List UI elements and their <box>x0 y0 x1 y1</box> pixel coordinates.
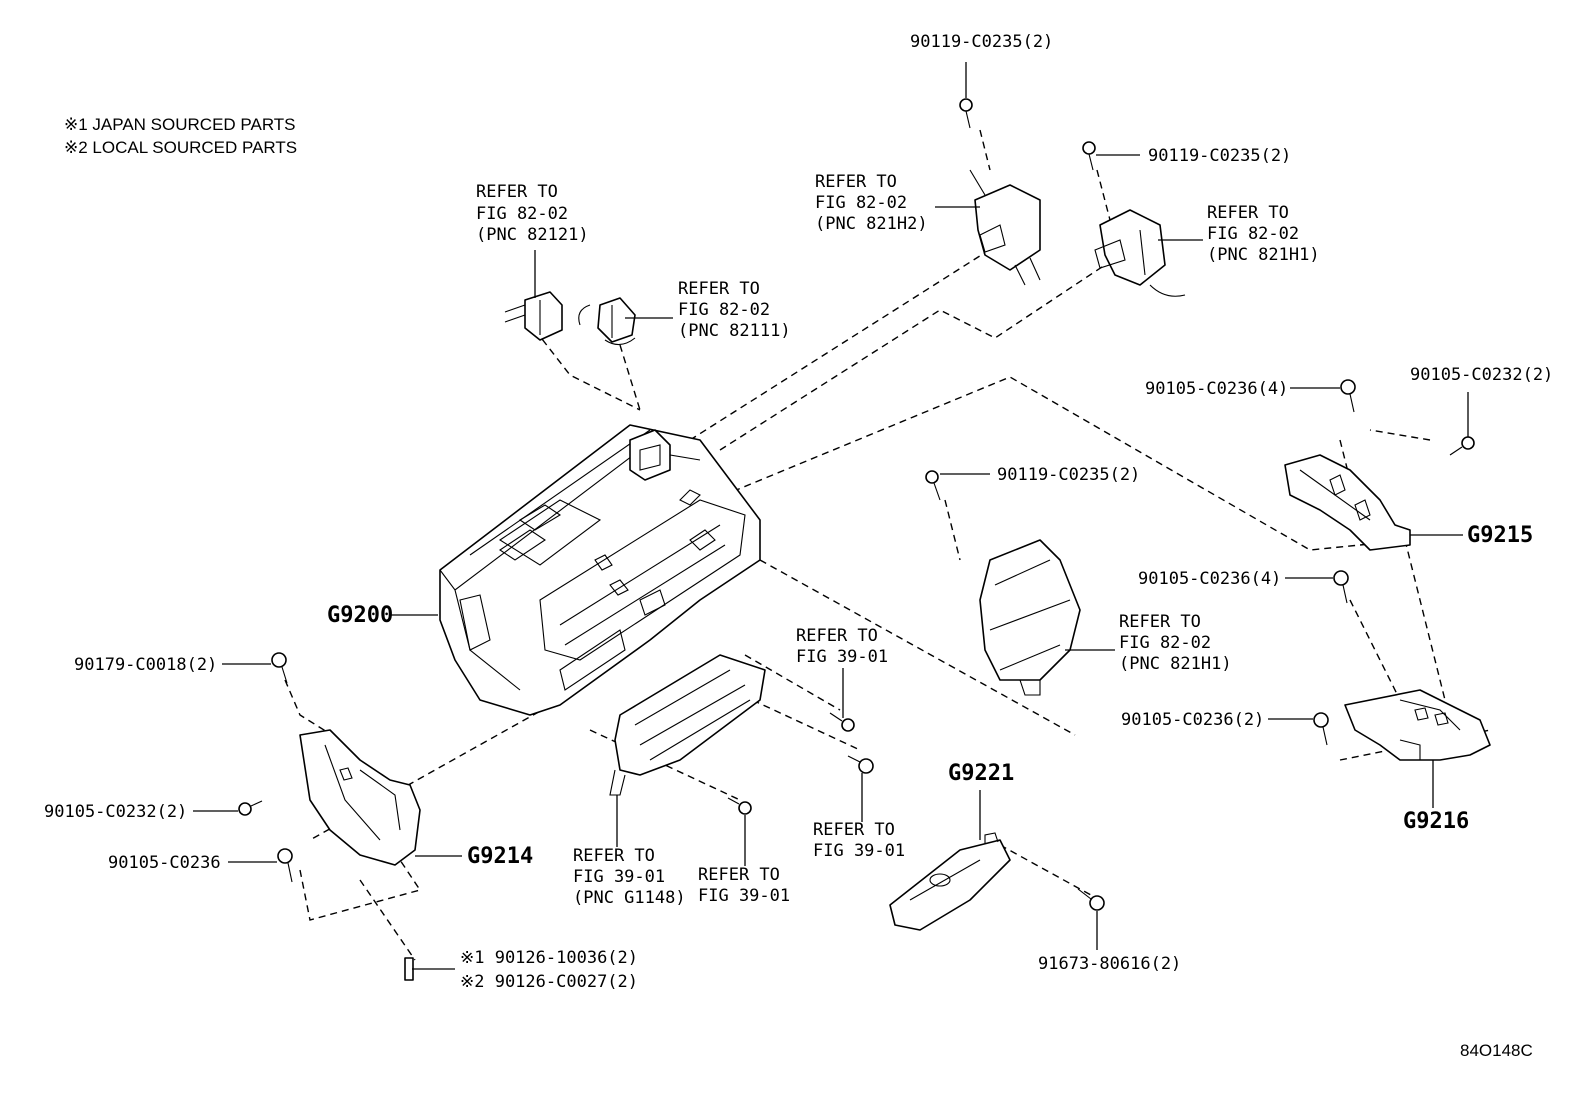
svg-text:FIG 82-02: FIG 82-02 <box>678 300 770 320</box>
callout-bolt-g9215-a: 90105-C0236(4) <box>1145 379 1288 399</box>
bolt-icon <box>1449 436 1475 456</box>
svg-text:REFER TO: REFER TO <box>796 626 878 646</box>
label-g9214: G9214 <box>467 844 533 869</box>
inverter-assembly-drawing <box>439 424 761 716</box>
callout-bolt-left-a: 90179-C0018(2) <box>74 655 217 675</box>
figure-code: 84O148C <box>1460 1041 1533 1060</box>
svg-text:REFER TO: REFER TO <box>698 865 780 885</box>
bolt-icon <box>847 755 874 774</box>
bolt-icon <box>727 797 752 815</box>
callout-stud-local: ※2 90126-C0027(2) <box>460 972 638 992</box>
bracket-g9216-drawing <box>1344 689 1491 761</box>
callout-bolt-left-c: 90105-C0236 <box>108 853 221 873</box>
refer-block-821h1-top: REFER TO FIG 82-02 (PNC 821H1) <box>1207 203 1320 265</box>
refer-block-82111: REFER TO FIG 82-02 (PNC 82111) <box>678 279 791 341</box>
bolt-icon <box>1333 570 1349 604</box>
svg-text:FIG 39-01: FIG 39-01 <box>813 841 905 861</box>
refer-block-39-a: REFER TO FIG 39-01 <box>796 626 888 667</box>
svg-text:REFER TO: REFER TO <box>573 846 655 866</box>
bolt-icon <box>277 848 293 883</box>
callout-bolt-mid: 90119-C0235(2) <box>997 465 1140 485</box>
refer-block-821h1-mid: REFER TO FIG 82-02 (PNC 821H1) <box>1119 612 1232 674</box>
callout-bolt-top-a: 90119-C0235(2) <box>910 32 1053 52</box>
svg-text:FIG 39-01: FIG 39-01 <box>796 647 888 667</box>
bolts <box>238 98 1475 981</box>
sensor-821h1-drawing <box>1094 209 1186 297</box>
bracket-g9215-drawing <box>1284 454 1411 551</box>
callout-bolt-top-b: 90119-C0235(2) <box>1148 146 1291 166</box>
label-g9216: G9216 <box>1403 809 1469 834</box>
refer-block-g1148: REFER TO FIG 39-01 (PNC G1148) <box>573 846 686 908</box>
callout-bolt-left-b: 90105-C0232(2) <box>44 802 187 822</box>
label-g9221: G9221 <box>948 761 1014 786</box>
callout-bolt-g9215-b: 90105-C0232(2) <box>1410 365 1553 385</box>
bracket-g9214-drawing <box>299 729 421 866</box>
svg-text:(PNC G1148): (PNC G1148) <box>573 888 686 908</box>
note-local-sourced: ※2 LOCAL SOURCED PARTS <box>64 138 297 157</box>
bolt-icon <box>1077 888 1105 911</box>
sensor-821h2-drawing <box>969 169 1041 286</box>
svg-text:FIG 82-02: FIG 82-02 <box>1207 224 1299 244</box>
cover-g9221-drawing <box>889 832 1011 931</box>
svg-text:REFER TO: REFER TO <box>1207 203 1289 223</box>
svg-text:REFER TO: REFER TO <box>815 172 897 192</box>
note-japan-sourced: ※1 JAPAN SOURCED PARTS <box>64 115 296 134</box>
label-g9200: G9200 <box>327 603 393 628</box>
refer-block-82121: REFER TO FIG 82-02 (PNC 82121) <box>476 182 589 245</box>
svg-text:REFER TO: REFER TO <box>813 820 895 840</box>
callout-bolt-g9216-a: 90105-C0236(4) <box>1138 569 1281 589</box>
svg-text:(PNC 82111): (PNC 82111) <box>678 321 791 341</box>
refer-block-39-c: REFER TO FIG 39-01 <box>698 865 790 906</box>
svg-text:(PNC 821H1): (PNC 821H1) <box>1207 245 1320 265</box>
refer-block-821h2: REFER TO FIG 82-02 (PNC 821H2) <box>815 172 928 234</box>
callout-bolt-g9216-b: 90105-C0236(2) <box>1121 710 1264 730</box>
svg-text:REFER TO: REFER TO <box>1119 612 1201 632</box>
control-module-drawing <box>979 539 1081 696</box>
svg-text:(PNC 82121): (PNC 82121) <box>476 225 589 245</box>
bolt-icon <box>959 98 973 129</box>
svg-text:(PNC 821H2): (PNC 821H2) <box>815 214 928 234</box>
connector-82111-drawing <box>578 297 636 346</box>
svg-text:REFER TO: REFER TO <box>476 182 558 202</box>
bolt-icon <box>271 652 288 684</box>
svg-text:FIG 82-02: FIG 82-02 <box>476 204 568 224</box>
svg-text:FIG 82-02: FIG 82-02 <box>815 193 907 213</box>
leader-lines <box>193 62 1469 970</box>
label-g9215: G9215 <box>1467 523 1533 548</box>
bolt-icon <box>925 470 941 501</box>
svg-text:FIG 82-02: FIG 82-02 <box>1119 633 1211 653</box>
bolt-icon <box>1340 379 1356 413</box>
connector-82121-drawing <box>504 291 563 341</box>
bolt-icon <box>1313 712 1329 746</box>
svg-text:(PNC 821H1): (PNC 821H1) <box>1119 654 1232 674</box>
bolt-icon <box>829 712 855 732</box>
svg-text:FIG 39-01: FIG 39-01 <box>573 867 665 887</box>
stud-icon <box>404 957 414 981</box>
bolt-icon <box>1082 141 1096 171</box>
power-module-g1148-drawing <box>609 654 766 796</box>
bolt-icon <box>238 800 263 816</box>
svg-text:FIG 39-01: FIG 39-01 <box>698 886 790 906</box>
callout-stud-japan: ※1 90126-10036(2) <box>460 948 638 968</box>
refer-block-39-b: REFER TO FIG 39-01 <box>813 820 905 861</box>
callout-clip: 91673-80616(2) <box>1038 954 1181 974</box>
svg-text:REFER TO: REFER TO <box>678 279 760 299</box>
